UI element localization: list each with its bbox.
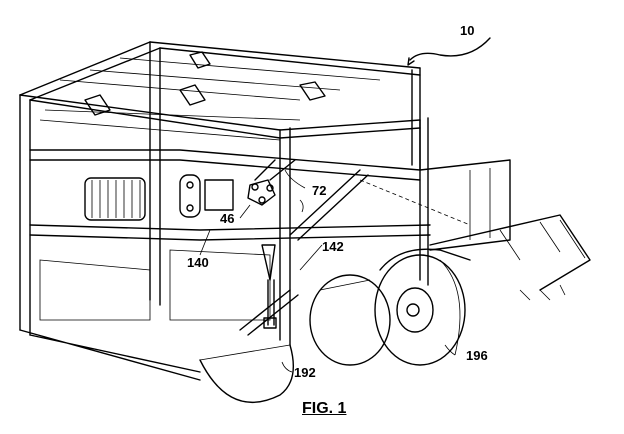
ref-140: 140 [187, 256, 209, 269]
ref-10: 10 [460, 24, 474, 37]
leader-142 [300, 245, 322, 270]
leader-46 [240, 205, 250, 218]
figure-title: FIG. 1 [302, 400, 346, 418]
support-linkage [262, 245, 276, 328]
leader-140 [200, 230, 210, 255]
ref-46: 46 [220, 212, 234, 225]
ref-196: 196 [466, 349, 488, 362]
ref-192: 192 [294, 366, 316, 379]
ref-142: 142 [322, 240, 344, 253]
fender [380, 249, 470, 270]
ref-72: 72 [312, 184, 326, 197]
leader-72 [285, 170, 305, 188]
leader-192 [282, 362, 292, 372]
leader-10 [410, 38, 490, 60]
roller-assembly [85, 160, 303, 220]
frame-structure [20, 42, 590, 380]
rear-wheel [200, 345, 293, 402]
front-hitch [520, 285, 565, 300]
